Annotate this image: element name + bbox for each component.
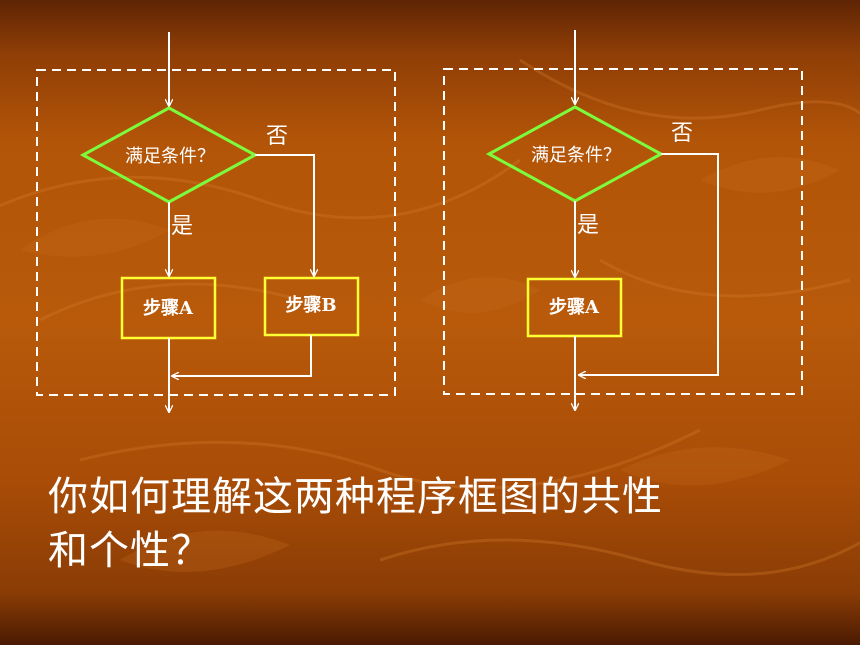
flowchart-left: 满足条件？ 否 是 步骤A 步骤B [36,32,396,412]
no-branch-line [255,154,314,276]
dashed-frame [36,69,396,396]
flowchart-right: 满足条件？ 否 是 步骤A [443,30,803,410]
question-line-2: 和个性？ [48,528,212,574]
step-b-label: 步骤B [285,294,336,316]
no-branch-line [579,153,719,375]
dashed-frame [443,68,803,395]
step-a-label: 步骤A [143,297,194,319]
decision-label: 满足条件？ [531,145,621,166]
yes-label: 是 [577,213,599,238]
step-a-label: 步骤A [549,296,600,318]
no-label: 否 [671,121,693,146]
question-text: 你如何理解这两种程序框图的共性 和个性？ [48,470,788,578]
question-line-1: 你如何理解这两种程序框图的共性 [48,474,663,520]
decision-label: 满足条件？ [125,146,215,167]
yes-label: 是 [171,214,193,239]
merge-line [172,335,312,376]
no-label: 否 [266,124,288,149]
